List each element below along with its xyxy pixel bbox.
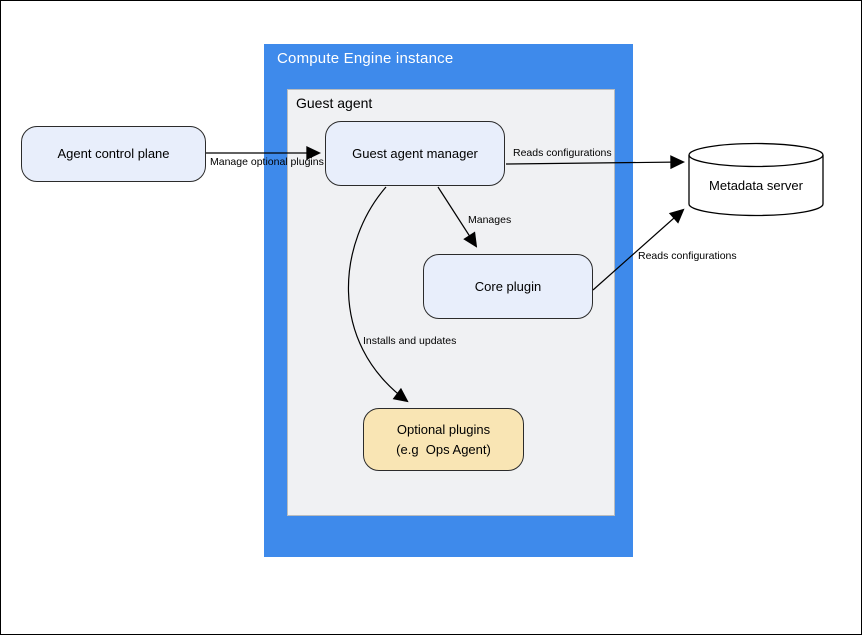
node-core-plugin-label: Core plugin — [474, 278, 542, 294]
node-metadata-server-label: Metadata server — [709, 177, 803, 193]
node-guest-agent-manager-label: Guest agent manager — [352, 145, 478, 161]
node-optional-plugins-label: Optional plugins — [396, 421, 491, 437]
edge-label-reads-configurations-manager: Reads configurations — [513, 147, 612, 159]
node-agent-control-plane: Agent control plane — [21, 126, 206, 182]
edge-label-manages: Manages — [468, 214, 512, 226]
cylinder-shape — [688, 142, 824, 217]
node-optional-plugins: Optional plugins (e.g Ops Agent) — [363, 408, 524, 471]
node-guest-agent-manager: Guest agent manager — [325, 121, 505, 186]
edge-label-manage-optional-plugins: Manage optional plugins — [210, 156, 324, 168]
node-core-plugin: Core plugin — [423, 254, 593, 319]
guest-agent-title: Guest agent — [296, 95, 373, 111]
node-optional-plugins-sublabel: (e.g Ops Agent) — [396, 441, 491, 457]
edge-label-installs-and-updates: Installs and updates — [363, 335, 457, 347]
node-agent-control-plane-label: Agent control plane — [57, 146, 170, 161]
node-metadata-server: Metadata server — [687, 142, 825, 218]
edge-label-reads-configurations-core: Reads configurations — [638, 250, 737, 262]
container-title: Compute Engine instance — [277, 50, 454, 67]
